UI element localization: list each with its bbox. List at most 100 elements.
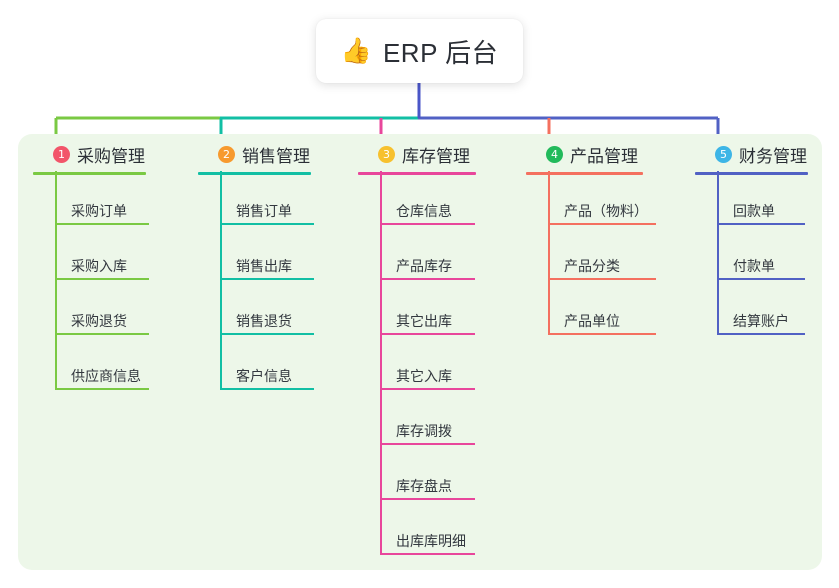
column-header-1[interactable]: 1 采购管理 [33, 142, 146, 166]
list-item-label: 其它出库 [396, 313, 452, 329]
list-item[interactable]: 结算账户 [695, 285, 808, 340]
list-item[interactable]: 其它出库 [358, 285, 476, 340]
list-item-label: 其它入库 [396, 368, 452, 384]
list-item-underline [55, 333, 149, 335]
root-node-title: ERP 后台 [382, 37, 499, 68]
column-underline [358, 172, 476, 175]
list-item[interactable]: 采购退货 [33, 285, 149, 340]
list-item[interactable]: 供应商信息 [33, 340, 149, 395]
list-item[interactable]: 客户信息 [198, 340, 314, 395]
list-item-label: 采购订单 [71, 203, 127, 219]
column-spine [380, 171, 382, 555]
thumbs-up-icon: 👍 [340, 36, 372, 65]
column-items: 回款单付款单结算账户 [695, 171, 808, 340]
list-item-underline [717, 278, 805, 280]
list-item[interactable]: 仓库信息 [358, 175, 476, 230]
list-item-label: 库存盘点 [396, 478, 452, 494]
column-badge-5: 5 [715, 145, 732, 163]
column-4: 4 产品管理产品（物料） 产品分类产品单位 [526, 142, 656, 340]
list-item[interactable]: 产品库存 [358, 230, 476, 285]
list-item-underline [380, 223, 475, 225]
list-item-underline [380, 278, 475, 280]
list-item[interactable]: 其它入库 [358, 340, 476, 395]
list-item-underline [220, 333, 314, 335]
list-item[interactable]: 产品分类 [526, 230, 656, 285]
list-item[interactable]: 付款单 [695, 230, 808, 285]
column-spine [220, 171, 222, 390]
diagram-panel [18, 134, 822, 570]
list-item[interactable]: 回款单 [695, 175, 808, 230]
list-item[interactable]: 库存调拨 [358, 395, 476, 450]
list-item-label: 产品单位 [564, 313, 620, 329]
list-item-label: 产品分类 [564, 258, 620, 274]
column-title: 销售管理 [242, 146, 310, 166]
list-item-underline [717, 223, 805, 225]
column-items: 采购订单采购入库采购退货供应商信息 [33, 171, 149, 395]
list-item-underline [220, 278, 314, 280]
list-item-underline [55, 388, 149, 390]
column-header-3[interactable]: 3 库存管理 [358, 142, 476, 166]
list-item[interactable]: 销售订单 [198, 175, 314, 230]
column-spine [548, 171, 550, 335]
list-item-underline [380, 498, 475, 500]
list-item-underline [380, 553, 475, 555]
list-item-label: 客户信息 [236, 368, 292, 384]
list-item-label: 回款单 [733, 203, 775, 219]
column-items: 销售订单销售出库销售退货客户信息 [198, 171, 314, 395]
list-item[interactable]: 采购入库 [33, 230, 149, 285]
list-item-label: 采购退货 [71, 313, 127, 329]
list-item[interactable]: 销售出库 [198, 230, 314, 285]
list-item-underline [380, 388, 475, 390]
column-underline [526, 172, 643, 175]
list-item-label: 销售出库 [236, 258, 292, 274]
list-item[interactable]: 销售退货 [198, 285, 314, 340]
list-item-underline [548, 278, 656, 280]
list-item[interactable]: 库存盘点 [358, 450, 476, 505]
list-item[interactable]: 出库库明细 [358, 505, 476, 560]
root-node-card[interactable]: 👍 ERP 后台 [316, 19, 523, 83]
column-2: 2 销售管理销售订单销售出库销售退货客户信息 [198, 142, 314, 395]
column-underline [198, 172, 311, 175]
list-item-label: 结算账户 [733, 313, 789, 329]
column-badge-4: 4 [546, 145, 563, 163]
list-item[interactable]: 产品单位 [526, 285, 656, 340]
list-item[interactable]: 采购订单 [33, 175, 149, 230]
list-item-underline [55, 278, 149, 280]
list-item-label: 仓库信息 [396, 203, 452, 219]
list-item-underline [548, 333, 656, 335]
column-1: 1 采购管理采购订单采购入库采购退货供应商信息 [33, 142, 149, 395]
list-item-label: 库存调拨 [396, 423, 452, 439]
list-item-label: 销售退货 [236, 313, 292, 329]
list-item-underline [717, 333, 805, 335]
list-item-underline [548, 223, 656, 225]
list-item-underline [220, 388, 314, 390]
column-header-4[interactable]: 4 产品管理 [526, 142, 643, 166]
column-title: 产品管理 [570, 146, 638, 166]
column-title: 采购管理 [77, 146, 145, 166]
list-item-label: 出库库明细 [396, 533, 466, 549]
list-item-label: 付款单 [733, 258, 775, 274]
column-badge-3: 3 [378, 145, 395, 163]
column-items: 产品（物料） 产品分类产品单位 [526, 171, 656, 340]
list-item[interactable]: 产品（物料） [526, 175, 656, 230]
column-header-5[interactable]: 5 财务管理 [695, 142, 808, 166]
column-title: 财务管理 [739, 146, 807, 166]
column-spine [717, 171, 719, 335]
column-underline [695, 172, 808, 175]
list-item-label: 供应商信息 [71, 368, 141, 384]
column-underline [33, 172, 146, 175]
list-item-underline [55, 223, 149, 225]
list-item-label: 销售订单 [236, 203, 292, 219]
list-item-underline [380, 443, 475, 445]
column-spine [55, 171, 57, 390]
column-title: 库存管理 [402, 146, 470, 166]
column-badge-2: 2 [218, 145, 235, 163]
list-item-label: 产品库存 [396, 258, 452, 274]
column-badge-1: 1 [53, 145, 70, 163]
column-3: 3 库存管理仓库信息产品库存其它出库其它入库库存调拨库存盘点出库库明细 [358, 142, 476, 560]
list-item-underline [380, 333, 475, 335]
column-items: 仓库信息产品库存其它出库其它入库库存调拨库存盘点出库库明细 [358, 171, 476, 560]
list-item-label: 采购入库 [71, 258, 127, 274]
column-header-2[interactable]: 2 销售管理 [198, 142, 311, 166]
column-5: 5 财务管理回款单付款单结算账户 [695, 142, 808, 340]
